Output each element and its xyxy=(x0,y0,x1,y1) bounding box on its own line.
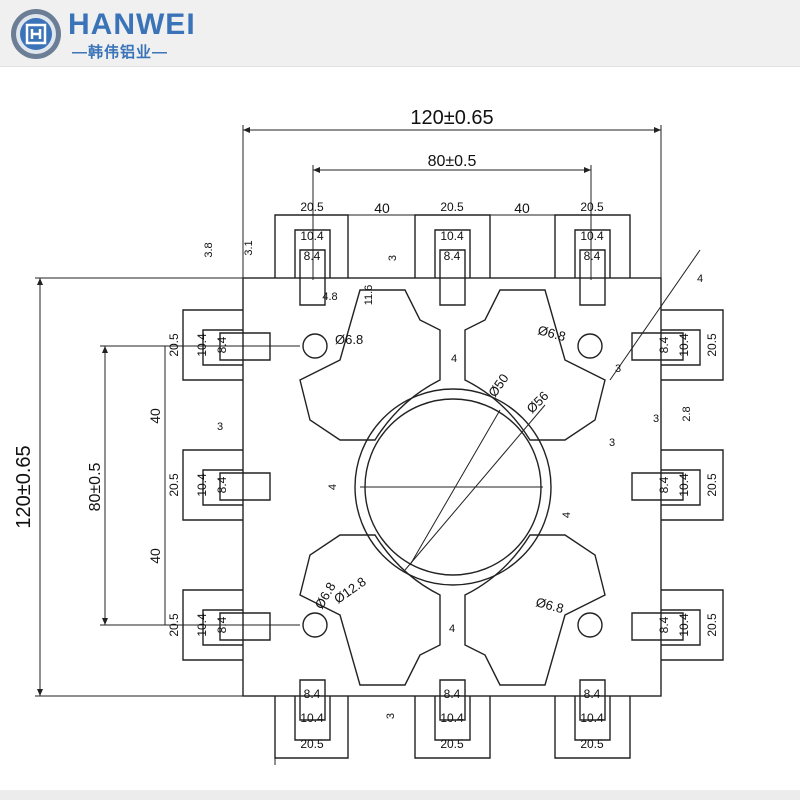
bot-slot1-inner: 8.4 xyxy=(304,687,321,701)
bot-slot1-outer: 20.5 xyxy=(300,737,324,751)
inner-height-label: 80±0.5 xyxy=(87,462,104,511)
bot-slot1-mid: 10.4 xyxy=(300,711,324,725)
footer-strip xyxy=(0,790,800,800)
hole2-label-bl: Ø12.8 xyxy=(331,574,369,607)
left-slot2-inner: 8.4 xyxy=(215,476,229,493)
right-slot1-outer: 20.5 xyxy=(705,333,719,357)
bot-slot3-mid: 10.4 xyxy=(580,711,604,725)
inner-width-label: 80±0.5 xyxy=(428,153,477,170)
dim-11-6: 11.6 xyxy=(363,285,375,306)
top-slot3-inner: 8.4 xyxy=(584,249,601,263)
profile-drawing: 120±0.65 80±0.5 40 40 20.5 10.4 8.4 20.5… xyxy=(13,107,724,765)
left-slot2-mid: 10.4 xyxy=(195,473,209,497)
dim-4-web-top: 4 xyxy=(451,353,457,365)
dimension-labels: 120±0.65 80±0.5 40 40 20.5 10.4 8.4 20.5… xyxy=(13,107,719,751)
dim-3-bottom: 3 xyxy=(385,713,397,719)
overall-width-label: 120±0.65 xyxy=(410,107,493,129)
left-slot3-outer: 20.5 xyxy=(167,613,181,637)
hanwei-logo-icon xyxy=(11,9,61,59)
right-slot3-mid: 10.4 xyxy=(677,613,691,637)
left-slot3-inner: 8.4 xyxy=(215,616,229,633)
right-slot2-inner: 8.4 xyxy=(657,476,671,493)
header-bar: HANWEI —韩伟铝业— xyxy=(0,0,800,67)
left-slot2-outer: 20.5 xyxy=(167,473,181,497)
tube-outer-label: Ø56 xyxy=(524,388,552,416)
top-slot1-outer: 20.5 xyxy=(300,200,324,214)
right-slot1-inner: 8.4 xyxy=(657,336,671,353)
top-slot2-mid: 10.4 xyxy=(440,229,464,243)
top-slot1-mid: 10.4 xyxy=(300,229,324,243)
dim-4-web-bottom: 4 xyxy=(449,623,455,635)
dim-3-8: 3.8 xyxy=(203,242,215,257)
right-slot2-mid: 10.4 xyxy=(677,473,691,497)
dim-4-8: 4.8 xyxy=(322,291,337,303)
right-slot1-mid: 10.4 xyxy=(677,333,691,357)
left-slot1-outer: 20.5 xyxy=(167,333,181,357)
right-slot3-outer: 20.5 xyxy=(705,613,719,637)
dimension-lines xyxy=(35,125,724,765)
pitch-upper-label: 40 xyxy=(147,408,163,424)
top-slot3-mid: 10.4 xyxy=(580,229,604,243)
bot-slot2-outer: 20.5 xyxy=(440,737,464,751)
dim-3-top: 3 xyxy=(387,255,399,261)
dim-3-right: 3 xyxy=(653,413,659,425)
hole-label-tr: Ø6.8 xyxy=(536,322,567,344)
bot-slot2-mid: 10.4 xyxy=(440,711,464,725)
dim-3-left: 3 xyxy=(217,421,223,433)
top-slot3-outer: 20.5 xyxy=(580,200,604,214)
left-slot1-mid: 10.4 xyxy=(195,333,209,357)
hole-label-br: Ø6.8 xyxy=(534,594,565,616)
dim-2-8: 2.8 xyxy=(681,406,693,421)
pitch-right-label: 40 xyxy=(514,200,530,216)
dim-3-1: 3.1 xyxy=(243,240,255,255)
top-slot1-inner: 8.4 xyxy=(304,249,321,263)
brand-subtitle: —韩伟铝业— xyxy=(72,44,169,61)
pitch-lower-label: 40 xyxy=(147,548,163,564)
right-slot3-inner: 8.4 xyxy=(657,616,671,633)
dim-4-web-left: 4 xyxy=(327,484,339,490)
top-slot2-inner: 8.4 xyxy=(444,249,461,263)
dim-4-web-right: 4 xyxy=(561,512,573,518)
left-slot1-inner: 8.4 xyxy=(215,336,229,353)
overall-height-label: 120±0.65 xyxy=(13,445,35,528)
hole-label-tl: Ø6.8 xyxy=(335,332,363,347)
brand-name: HANWEI xyxy=(68,8,196,41)
dim-4-corner: 4 xyxy=(697,273,703,285)
pitch-left-label: 40 xyxy=(374,200,390,216)
bot-slot3-inner: 8.4 xyxy=(584,687,601,701)
top-slot2-outer: 20.5 xyxy=(440,200,464,214)
bot-slot2-inner: 8.4 xyxy=(444,687,461,701)
dim-3-corner: 3 xyxy=(615,363,621,375)
dim-3-right2: 3 xyxy=(609,437,615,449)
left-slot3-mid: 10.4 xyxy=(195,613,209,637)
right-slot2-outer: 20.5 xyxy=(705,473,719,497)
bot-slot3-outer: 20.5 xyxy=(580,737,604,751)
